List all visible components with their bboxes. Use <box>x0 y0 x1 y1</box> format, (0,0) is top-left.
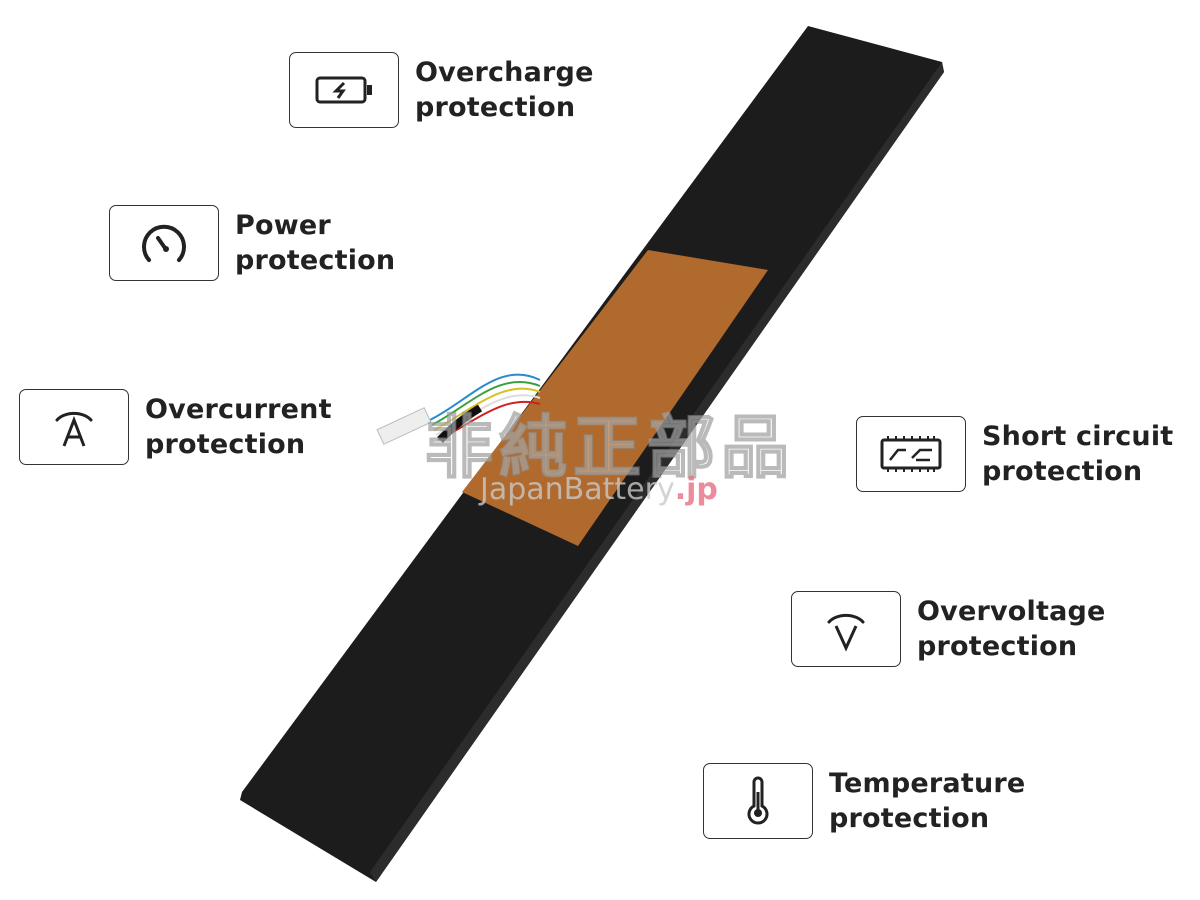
feature-title: Power <box>235 210 331 241</box>
feature-overcurrent-protection: Overcurrent protection <box>19 389 332 465</box>
voltage-icon <box>791 591 901 667</box>
feature-title: Overvoltage <box>917 596 1106 627</box>
watermark-tld: .jp <box>674 472 718 507</box>
feature-short-circuit-protection: Short circuit protection <box>856 416 1173 492</box>
feature-subtitle: protection <box>917 631 1078 662</box>
battery-charge-icon <box>289 52 399 128</box>
feature-subtitle: protection <box>145 429 306 460</box>
feature-subtitle: protection <box>982 456 1143 487</box>
battery-edge <box>370 62 944 882</box>
feature-title: Overcurrent <box>145 394 332 425</box>
feature-subtitle: protection <box>829 803 990 834</box>
feature-subtitle: protection <box>415 92 576 123</box>
connector-cable <box>429 373 541 443</box>
connector-plug <box>376 407 432 445</box>
watermark-kanji: 非純正部品 <box>424 408 796 489</box>
feature-title: Overcharge <box>415 57 594 88</box>
watermark-brand: JapanBattery.jp <box>480 472 718 507</box>
feature-power-protection: Power protection <box>109 205 395 281</box>
circuit-board-icon <box>856 416 966 492</box>
gauge-icon <box>109 205 219 281</box>
ampere-icon <box>19 389 129 465</box>
feature-overcharge-protection: Overcharge protection <box>289 52 594 128</box>
feature-overvoltage-protection: Overvoltage protection <box>791 591 1106 667</box>
watermark-brand-text: JapanBattery <box>480 472 675 507</box>
feature-temperature-protection: Temperature protection <box>703 763 1025 839</box>
feature-subtitle: protection <box>235 245 396 276</box>
kapton-tape <box>462 250 768 546</box>
feature-title: Temperature <box>829 768 1026 799</box>
feature-title: Short circuit <box>982 421 1174 452</box>
thermometer-icon <box>703 763 813 839</box>
